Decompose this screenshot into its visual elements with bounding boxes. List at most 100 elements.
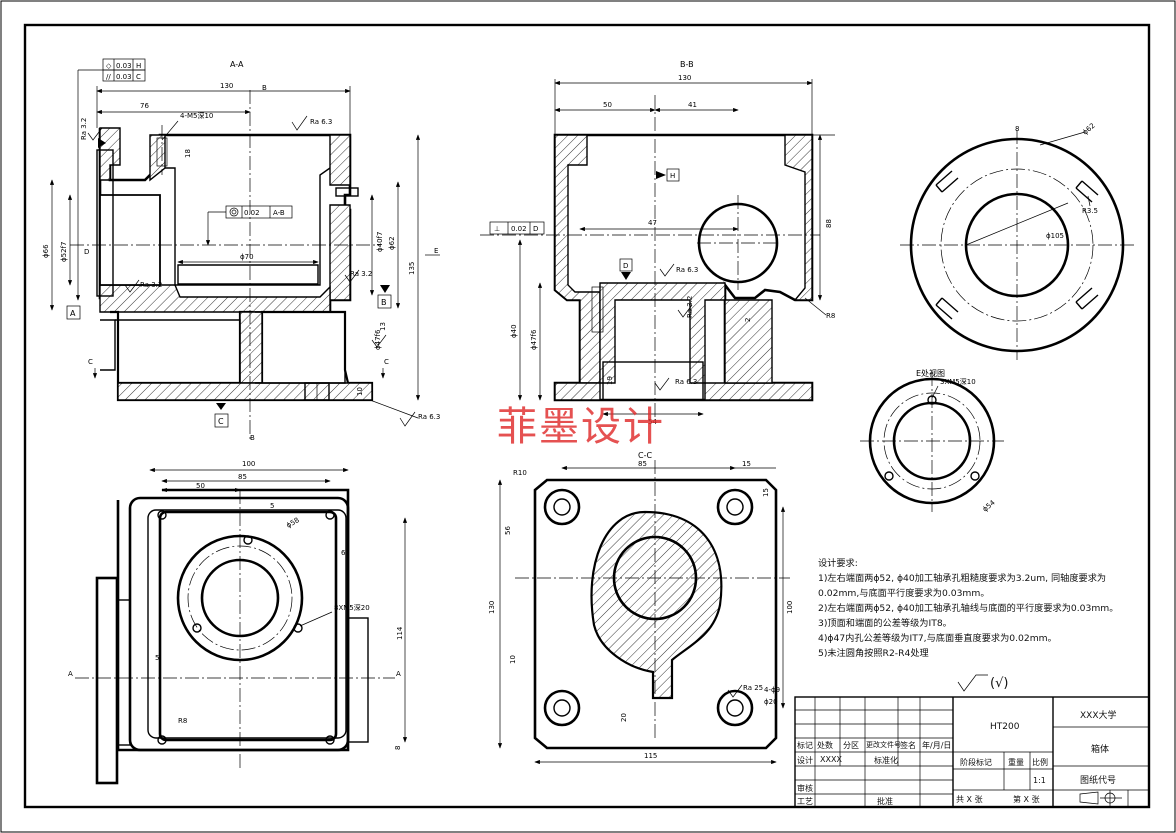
svg-text:47: 47: [648, 219, 657, 227]
svg-text:130: 130: [220, 82, 233, 90]
svg-text:R8: R8: [178, 717, 187, 725]
tb-material: HT200: [990, 722, 1020, 732]
tb-sheet: 第 X 张: [1013, 795, 1040, 804]
svg-text:115: 115: [644, 752, 657, 760]
svg-text:ϕ47f6: ϕ47f6: [530, 329, 538, 350]
svg-text:100: 100: [242, 460, 255, 468]
svg-text:ϕ54: ϕ54: [981, 498, 997, 513]
svg-text:ϕ20: ϕ20: [764, 698, 778, 706]
svg-text:A-B: A-B: [273, 209, 285, 217]
view-top: 100 85 50 5 ϕ58 6 8XM5深20 114 5 R8 8 A A: [68, 460, 408, 785]
svg-text:C: C: [384, 358, 389, 366]
tb-total: 共 X 张: [956, 795, 983, 804]
svg-text:Ra 6.3: Ra 6.3: [310, 118, 332, 126]
drawing-frame: [23, 23, 1151, 809]
roughness-symbol: Ra 6.3: [369, 399, 440, 427]
svg-text:R3.5: R3.5: [1082, 207, 1098, 215]
notes-line: 3)顶面和端面的公差等级为IT8。: [818, 618, 952, 629]
svg-text:88: 88: [825, 219, 833, 228]
svg-text:A: A: [70, 309, 76, 318]
svg-text:2: 2: [744, 318, 752, 322]
tb-design: 设计: [797, 756, 813, 765]
svg-text:A: A: [396, 670, 401, 678]
svg-text:15: 15: [762, 488, 770, 497]
datum-c: C: [214, 403, 229, 428]
svg-text:Ra 3.2: Ra 3.2: [686, 296, 694, 318]
tb-count: 处数: [817, 741, 833, 750]
svg-text:ϕ52f7: ϕ52f7: [60, 242, 68, 262]
svg-text:85: 85: [638, 460, 647, 468]
roughness-symbol: Ra 6.3: [291, 115, 332, 131]
notes-title: 设计要求:: [818, 558, 858, 569]
datum-a: A: [66, 305, 81, 320]
svg-text:3XM5深10: 3XM5深10: [940, 377, 976, 386]
svg-text:E: E: [434, 247, 438, 255]
svg-text:Ra 6.3: Ra 6.3: [676, 266, 698, 274]
roughness-symbol: [371, 334, 387, 348]
tolerance-frame-parallel: // 0.03 C: [102, 69, 146, 82]
svg-text:50: 50: [603, 101, 612, 109]
tb-ratio: 比例: [1032, 758, 1048, 767]
watermark-text: 菲墨设计: [497, 404, 665, 450]
svg-text:ϕ58: ϕ58: [285, 516, 301, 530]
roughness-symbol: Ra 6.3: [659, 263, 698, 277]
svg-text:114: 114: [396, 626, 404, 640]
roughness-symbol: Ra 3.2: [124, 279, 162, 293]
svg-text:B: B: [381, 298, 387, 307]
svg-text:0.02: 0.02: [244, 209, 260, 217]
notes-line: 4)ϕ47内孔公差等级为IT7,与底面垂直度要求为0.02mm。: [818, 633, 1057, 644]
svg-text:Ra 6.3: Ra 6.3: [418, 413, 440, 421]
svg-text:Ra 6.3: Ra 6.3: [675, 378, 697, 386]
svg-text:ϕ47f6: ϕ47f6: [374, 329, 382, 350]
svg-text:D: D: [623, 262, 628, 270]
notes-line: 0.02mm,与底面平行度要求为0.03mm。: [818, 588, 990, 599]
svg-text:B: B: [250, 434, 255, 442]
svg-text:Ra 25: Ra 25: [743, 684, 763, 692]
tb-sign: 签名: [900, 741, 916, 750]
tb-stage: 阶段标记: [960, 758, 992, 767]
svg-text:C-C: C-C: [638, 451, 652, 460]
svg-text:50: 50: [196, 482, 205, 490]
svg-text:R10: R10: [513, 469, 527, 477]
roughness-symbol: Ra 3.2: [80, 118, 103, 141]
roughness-symbol: Ra 6.3: [654, 377, 697, 391]
svg-text:85: 85: [238, 473, 247, 481]
svg-text:100: 100: [786, 601, 794, 614]
svg-text:10: 10: [356, 387, 364, 396]
tb-weight: 重量: [1008, 758, 1024, 767]
notes-line: 1)左右端面两ϕ52, ϕ40加工轴承孔粗糙度要求为3.2um, 同轴度要求为: [818, 573, 1107, 584]
svg-text:ϕ105: ϕ105: [1046, 232, 1064, 240]
view-section-cc: C-C 85 15 15 R10 56 130 100 10 20 4-ϕ9 ϕ…: [488, 451, 794, 765]
view-flange-top: 8 ϕ62 ϕ105 R3.5: [900, 122, 1134, 360]
bb-title: B-B: [680, 60, 694, 69]
roughness-symbol: Ra 3.2: [344, 269, 372, 283]
tb-standard: 标准化: [874, 756, 898, 765]
tb-approve: 批准: [877, 797, 893, 806]
tb-process: 工艺: [797, 797, 813, 806]
svg-text:13: 13: [379, 322, 387, 331]
svg-text:Ra 3.2: Ra 3.2: [350, 270, 372, 278]
view-section-bb: B-B 130 50 41 47 88 2 R8 ϕ40: [480, 60, 835, 426]
notes-line: 5)未注圆角按照R2-R4处理: [818, 648, 929, 659]
svg-text:10: 10: [509, 655, 517, 664]
general-roughness-symbol: [957, 674, 988, 692]
svg-text:8: 8: [394, 746, 402, 750]
svg-text:B: B: [262, 84, 267, 92]
view-section-aa: A-A ◇ 0.03 H // 0.03 C: [42, 58, 440, 442]
tolerance-frame-coaxial: 0.02 A-B: [205, 205, 293, 246]
svg-text:0.03: 0.03: [116, 62, 132, 70]
tb-zone: 分区: [843, 741, 859, 750]
datum-d-box: D: [619, 258, 633, 280]
tolerance-frame-perpendicular: ⊥ 0.02 D: [489, 221, 545, 235]
svg-text://: //: [106, 73, 111, 81]
svg-text:C: C: [88, 358, 93, 366]
view-e-detail: E处视图 3XM5深10 ϕ54: [860, 368, 1004, 514]
svg-text:8XM5深20: 8XM5深20: [334, 603, 370, 612]
datum-b: B: [377, 285, 392, 309]
tb-drawing-code: 图纸代号: [1080, 776, 1117, 786]
svg-text:C: C: [136, 73, 141, 81]
svg-text:4-ϕ9: 4-ϕ9: [764, 686, 780, 694]
roughness-symbol: Ra 3.2: [677, 296, 694, 318]
